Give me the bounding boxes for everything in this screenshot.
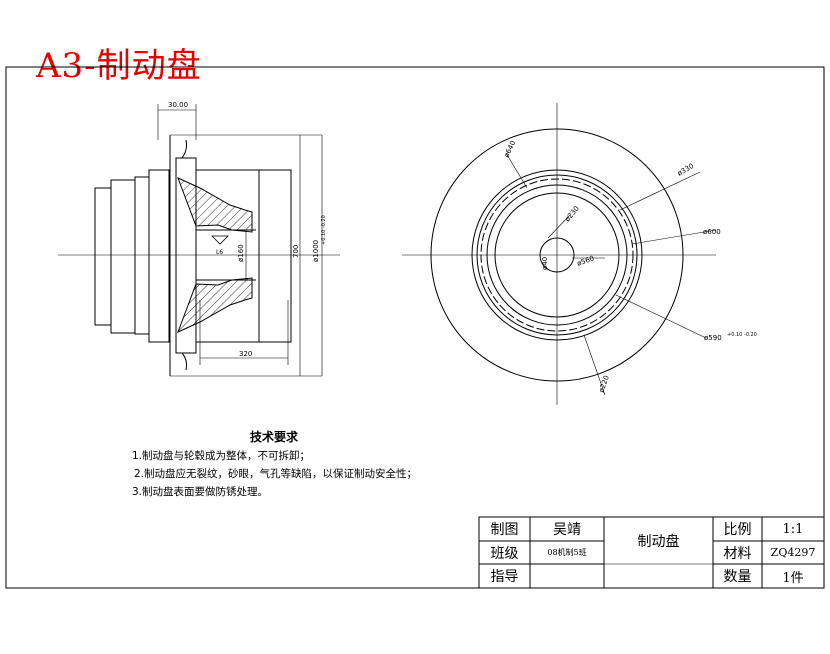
drawn-value: 吴靖 <box>553 522 581 538</box>
qty-value: 1件 <box>782 570 804 586</box>
front-view <box>402 103 717 405</box>
dim-height-1000: ø1000 <box>312 240 320 262</box>
material-value: ZQ4297 <box>770 546 816 559</box>
drawn-label: 制图 <box>490 522 519 538</box>
class-value: 08机制5班 <box>547 548 587 557</box>
class-label: 班级 <box>490 545 519 562</box>
dim-d600: ø600 <box>703 228 721 236</box>
sheet-border <box>5 66 825 589</box>
dim-d590-tol: +0.10 -0.20 <box>727 332 757 338</box>
title-block-grid <box>478 516 825 589</box>
roughness-symbol <box>211 235 229 245</box>
part-name: 制动盘 <box>637 533 680 550</box>
dim-d560: ø560 <box>576 254 595 268</box>
page-title: A3-制动盘 <box>36 46 202 86</box>
dim-d220: ø220 <box>597 374 611 393</box>
dim-d40: ø40 <box>541 257 549 270</box>
dim-d640: ø640 <box>503 139 518 158</box>
dim-height-700: 700 <box>292 245 300 258</box>
roughness-label: L6 <box>216 249 223 256</box>
note-item: 1.制动盘与轮毂成为整体，不可拆卸； <box>132 450 311 462</box>
scale-value: 1:1 <box>782 521 804 537</box>
dim-bore: ø160 <box>237 244 245 262</box>
note-item: 3.制动盘表面要做防锈处理。 <box>132 486 269 498</box>
dim-top-width: 30.00 <box>168 101 188 109</box>
dim-length-320: 320 <box>239 350 252 358</box>
dim-d230: ø230 <box>563 205 580 224</box>
notes-title: 技术要求 <box>250 430 299 444</box>
qty-label: 数量 <box>723 569 752 585</box>
note-item: 2.制动盘应无裂纹，砂眼，气孔等缺陷，以保证制动安全性； <box>134 468 418 480</box>
dim-d590: ø590 <box>704 334 722 342</box>
material-label: 材料 <box>723 545 752 562</box>
guide-label: 指导 <box>490 569 519 585</box>
dim-height-1000-tol: +0.10 -0.20 <box>321 215 327 245</box>
guide-value <box>530 564 604 588</box>
scale-label: 比例 <box>723 522 752 538</box>
side-view <box>58 104 340 377</box>
